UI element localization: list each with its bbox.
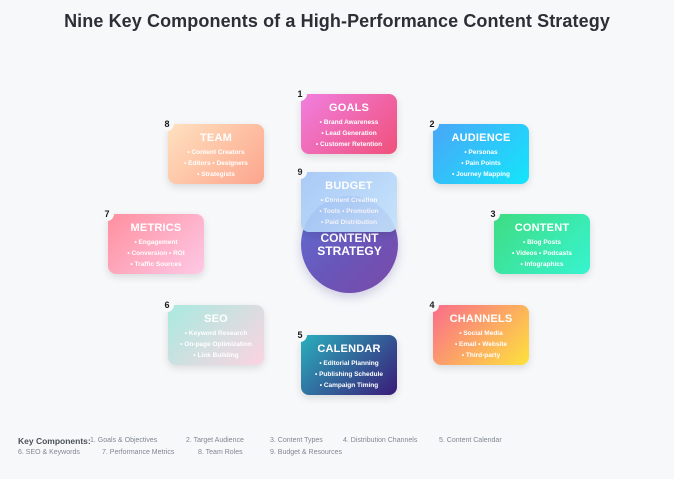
component-item: • Personas: [464, 149, 498, 156]
diagram-title: Nine Key Components of a High-Performanc…: [64, 11, 610, 31]
component-number: 3: [486, 207, 500, 221]
component-item: • Customer Retention: [315, 141, 383, 148]
component-number: 2: [425, 117, 439, 131]
component-card-content: 3 CONTENT • Blog Posts • Videos • Podcas…: [486, 207, 590, 274]
component-item: • Editors • Designers: [184, 160, 248, 167]
component-item: • Social Media: [459, 330, 503, 337]
legend-item: 5. Content Calendar: [439, 437, 502, 444]
component-item: • Content Creation: [320, 197, 378, 204]
key-components-legend: Key Components: 1. Goals & Objectives 2.…: [18, 436, 658, 461]
component-item: • Link Building: [193, 352, 239, 359]
component-item: • Content Creators: [187, 149, 245, 156]
legend-item: 9. Budget & Resources: [270, 449, 342, 456]
component-item: • Brand Awareness: [319, 119, 379, 126]
component-item: • Videos • Podcasts: [511, 250, 573, 257]
component-item: • Conversion • ROI: [127, 250, 185, 257]
component-number: 4: [425, 298, 439, 312]
component-title: AUDIENCE: [451, 132, 511, 144]
component-item: • Campaign Timing: [319, 382, 379, 389]
component-item: • Traffic Sources: [130, 261, 182, 268]
component-item: • Email • Website: [454, 341, 508, 348]
legend-item: 8. Team Roles: [198, 449, 243, 456]
component-number: 8: [160, 117, 174, 131]
component-number: 9: [293, 165, 307, 179]
component-card-goals: 1 GOALS • Brand Awareness • Lead Generat…: [293, 87, 397, 154]
component-card-budget: 9 BUDGET • Content Creation • Tools • Pr…: [293, 165, 397, 232]
legend-item: 3. Content Types: [270, 437, 323, 444]
legend-item: 2. Target Audience: [186, 437, 244, 444]
component-title: TEAM: [200, 132, 232, 144]
component-number: 1: [293, 87, 307, 101]
component-title: BUDGET: [325, 180, 373, 192]
component-card-audience: 2 AUDIENCE • Personas • Pain Points • Jo…: [425, 117, 529, 184]
component-title: SEO: [204, 313, 228, 325]
component-item: • On-page Optimization: [180, 341, 252, 348]
component-number: 5: [293, 328, 307, 342]
component-card-calendar: 5 CALENDAR • Editorial Planning • Publis…: [293, 328, 397, 395]
component-item: • Infographics: [520, 261, 564, 268]
component-title: CHANNELS: [449, 313, 513, 325]
component-number: 6: [160, 298, 174, 312]
component-item: • Keyword Research: [184, 330, 248, 337]
component-title: GOALS: [328, 102, 370, 114]
component-card-team: 8 TEAM • Content Creators • Editors • De…: [160, 117, 264, 184]
component-item: • Blog Posts: [522, 239, 562, 246]
legend-item: 1. Goals & Objectives: [90, 437, 158, 444]
component-title: METRICS: [130, 222, 182, 234]
legend-item: 6. SEO & Keywords: [18, 449, 80, 456]
component-item: • Tools • Promotion: [319, 208, 379, 215]
legend-item: 7. Performance Metrics: [102, 449, 175, 456]
component-number: 7: [100, 207, 114, 221]
component-card-metrics: 7 METRICS • Engagement • Conversion • RO…: [100, 207, 204, 274]
component-item: • Editorial Planning: [319, 360, 379, 367]
component-item: • Lead Generation: [321, 130, 377, 137]
component-item: • Publishing Schedule: [314, 371, 383, 378]
component-item: • Paid Distribution: [320, 219, 378, 226]
component-item: • Engagement: [134, 239, 178, 246]
legend-heading: Key Components:: [18, 436, 91, 446]
component-title: CALENDAR: [317, 343, 381, 355]
component-item: • Pain Points: [461, 160, 501, 167]
component-title: CONTENT: [514, 222, 570, 234]
center-hub-label: CONTENT STRATEGY: [317, 231, 382, 258]
component-item: • Journey Mapping: [452, 171, 510, 178]
legend-item: 4. Distribution Channels: [343, 437, 418, 444]
component-card-channels: 4 CHANNELS • Social Media • Email • Webs…: [425, 298, 529, 365]
component-item: • Third-party: [461, 352, 501, 359]
component-item: • Strategists: [197, 171, 235, 178]
component-card-seo: 6 SEO • Keyword Research • On-page Optim…: [160, 298, 264, 365]
